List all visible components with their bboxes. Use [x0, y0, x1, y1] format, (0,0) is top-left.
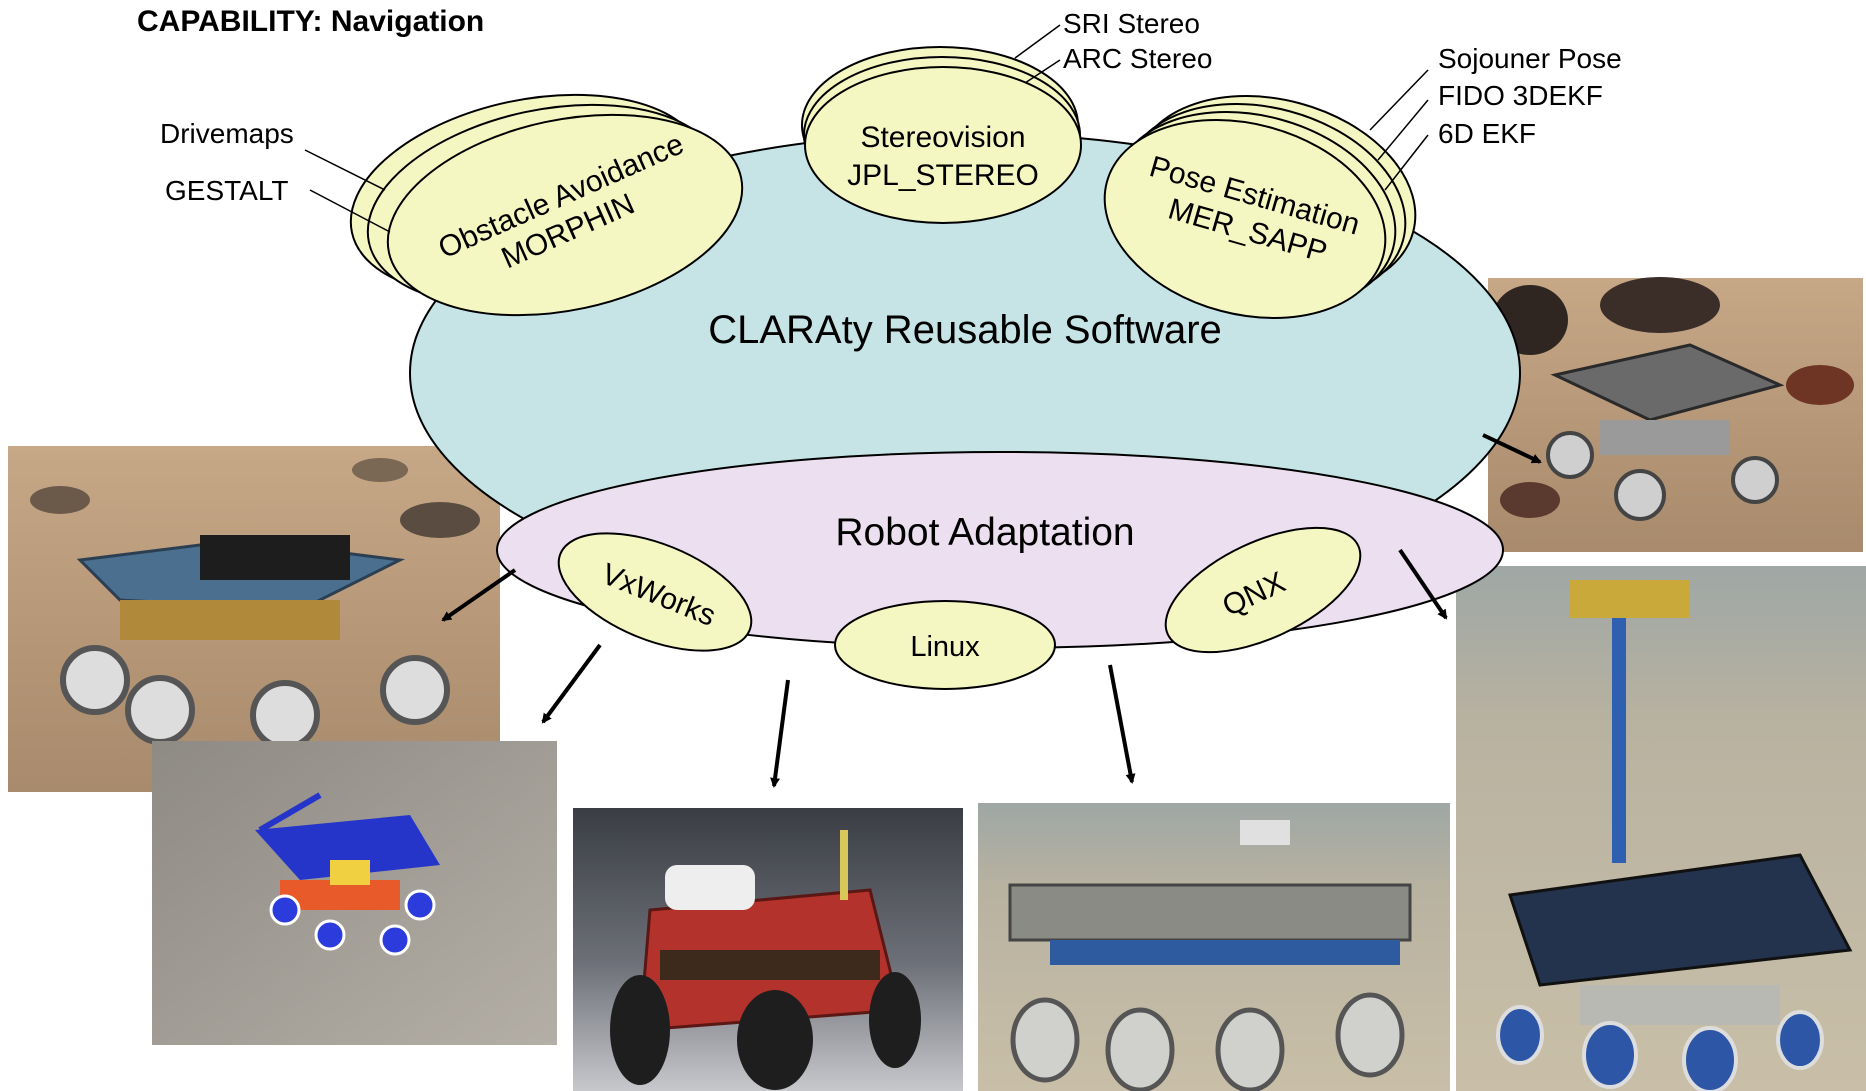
os-vxworks: VxWorks: [557, 532, 753, 652]
alt-sojouner-pose-label: Sojouner Pose: [1438, 43, 1622, 74]
k9-rover-photo: [978, 803, 1450, 1091]
rocky7-rover-photo: [1488, 277, 1863, 552]
os-qnx: QNX: [1164, 526, 1362, 654]
atrv-jr-robot-photo: [573, 808, 963, 1091]
drivemaps-leader-line: [304, 149, 386, 191]
obstacle-avoidance-module: Obstacle Avoidance MORPHIN: [349, 93, 744, 317]
fido3dekf-leader-line: [1377, 99, 1429, 161]
alt-gestalt-label: GESTALT: [165, 175, 288, 206]
fido-rover-photo: [1456, 566, 1866, 1091]
6dekf-leader-line: [1384, 134, 1429, 191]
simulated-rover-render: [152, 741, 557, 1045]
alt-fido-3dekf-label: FIDO 3DEKF: [1438, 80, 1603, 111]
pose-estimation-module: Pose Estimation MER_SAPP: [1103, 95, 1417, 319]
stereovision-impl: JPL_STEREO: [847, 159, 1039, 192]
arrow-to-fido-rover: [1398, 548, 1448, 620]
stereovision-module: Stereovision JPL_STEREO: [801, 46, 1082, 224]
alt-arc-stereo-label: ARC Stereo: [1063, 43, 1212, 74]
arrow-to-rocky7-rover: [1482, 433, 1542, 464]
robot-adaptation-label: Robot Adaptation: [835, 511, 1134, 554]
alt-sri-stereo-label: SRI Stereo: [1063, 8, 1200, 39]
claraty-core-label: CLARAty Reusable Software: [708, 308, 1222, 352]
arrow-to-rocky-rover: [441, 568, 517, 622]
arrow-to-atrv-jr: [770, 679, 790, 788]
arc-stereo-leader-line: [1024, 59, 1061, 84]
gestalt-leader-line: [309, 189, 391, 233]
arrow-to-simulated-rover: [541, 643, 602, 724]
sri-stereo-leader-line: [1014, 24, 1061, 59]
stereovision-title: Stereovision: [860, 121, 1025, 154]
os-linux-label: Linux: [910, 631, 980, 663]
rocky-rover-photo: [8, 446, 500, 792]
sojouner-leader-line: [1369, 69, 1429, 131]
arrow-to-k9-rover: [1108, 664, 1136, 784]
os-linux: Linux: [834, 600, 1056, 690]
alt-drivemaps-label: Drivemaps: [160, 118, 294, 149]
page-title: CAPABILITY: Navigation: [137, 5, 484, 38]
alt-6d-ekf-label: 6D EKF: [1438, 118, 1536, 149]
